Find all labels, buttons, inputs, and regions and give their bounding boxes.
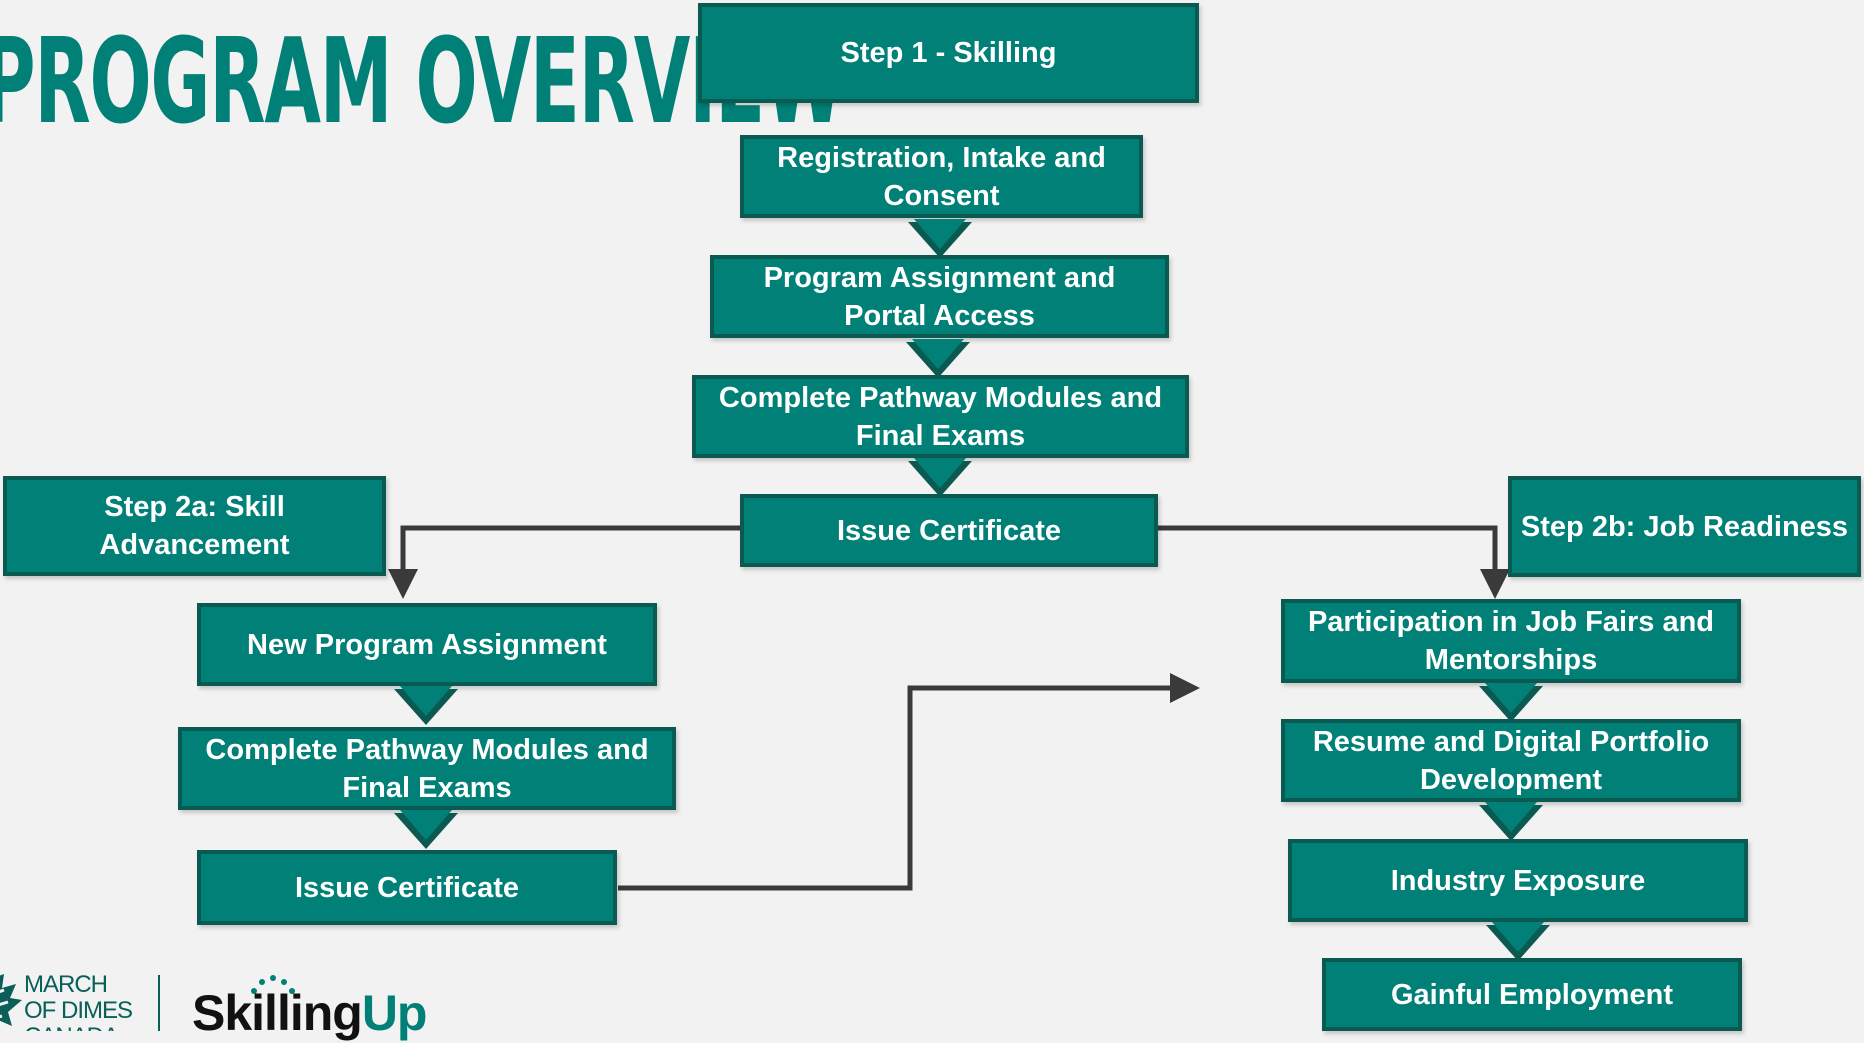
step1-pathway-modules-box: Complete Pathway Modules and Final Exams — [692, 375, 1189, 458]
step1-registration-box: Registration, Intake and Consent — [740, 135, 1143, 218]
step1-program-assignment-box: Program Assignment and Portal Access — [710, 255, 1169, 338]
step2b-resume-box: Resume and Digital Portfolio Development — [1281, 719, 1741, 802]
step1-registration-label: Registration, Intake and Consent — [777, 141, 1106, 212]
step2b-header-label: Step 2b: Job Readiness — [1520, 510, 1849, 543]
step2a-issue-certificate-box: Issue Certificate — [197, 850, 617, 925]
chevron-down-icon — [908, 219, 972, 258]
step1-program-assignment-label: Program Assignment and Portal Access — [763, 261, 1116, 332]
step2b-job-fairs-label: Participation in Job Fairs and Mentorshi… — [1307, 606, 1715, 676]
step2a-header: Step 2a: Skill Advancement — [3, 476, 386, 576]
chevron-down-icon — [394, 810, 458, 849]
connector-to-step2a — [388, 525, 743, 599]
maple-leaf-icon — [0, 974, 22, 1026]
step2b-resume-label: Resume and Digital Portfolio Development — [1312, 725, 1710, 796]
step2a-issue-certificate-label: Issue Certificate — [294, 871, 520, 904]
chevron-down-icon — [908, 458, 972, 497]
logo-divider — [158, 975, 160, 1031]
connector-2a-to-2b — [618, 673, 1200, 891]
step2b-gainful-employment-label: Gainful Employment — [1391, 978, 1673, 1011]
step1-header-label: Step 1 - Skilling — [840, 37, 1057, 69]
chevron-down-icon — [394, 686, 458, 725]
chevron-down-icon — [1486, 922, 1550, 961]
march-of-dimes-wordmark: MARCH OF DIMES CANADA — [24, 971, 133, 1032]
march-of-dimes-logo: MARCH OF DIMES CANADA — [0, 970, 140, 1031]
step2a-pathway-modules-label: Complete Pathway Modules and Final Exams — [205, 733, 649, 804]
dots-arc-icon — [251, 975, 295, 994]
step2b-job-fairs-box: Participation in Job Fairs and Mentorshi… — [1281, 599, 1741, 683]
step2a-pathway-modules-box: Complete Pathway Modules and Final Exams — [178, 727, 676, 810]
chevron-down-icon — [906, 339, 970, 378]
step2a-header-label: Step 2a: Skill Advancement — [99, 491, 290, 561]
step1-header: Step 1 - Skilling — [698, 3, 1199, 103]
step2a-new-program-label: New Program Assignment — [247, 628, 607, 661]
step2a-new-program-box: New Program Assignment — [197, 603, 657, 686]
step1-issue-certificate-box: Issue Certificate — [740, 494, 1158, 567]
chevron-down-icon — [1479, 683, 1543, 722]
step2b-gainful-employment-box: Gainful Employment — [1322, 958, 1742, 1031]
connector-to-step2b — [1157, 525, 1510, 599]
step1-issue-certificate-label: Issue Certificate — [836, 514, 1062, 547]
step2b-industry-exposure-label: Industry Exposure — [1390, 864, 1646, 897]
step1-pathway-modules-label: Complete Pathway Modules and Final Exams — [718, 381, 1163, 452]
chevron-down-icon — [1479, 802, 1543, 841]
skillingup-wordmark-up: Up — [361, 985, 428, 1041]
step2b-industry-exposure-box: Industry Exposure — [1288, 839, 1748, 922]
skillingup-logo: SkillingUp — [192, 975, 428, 1043]
step2b-header: Step 2b: Job Readiness — [1508, 476, 1861, 577]
